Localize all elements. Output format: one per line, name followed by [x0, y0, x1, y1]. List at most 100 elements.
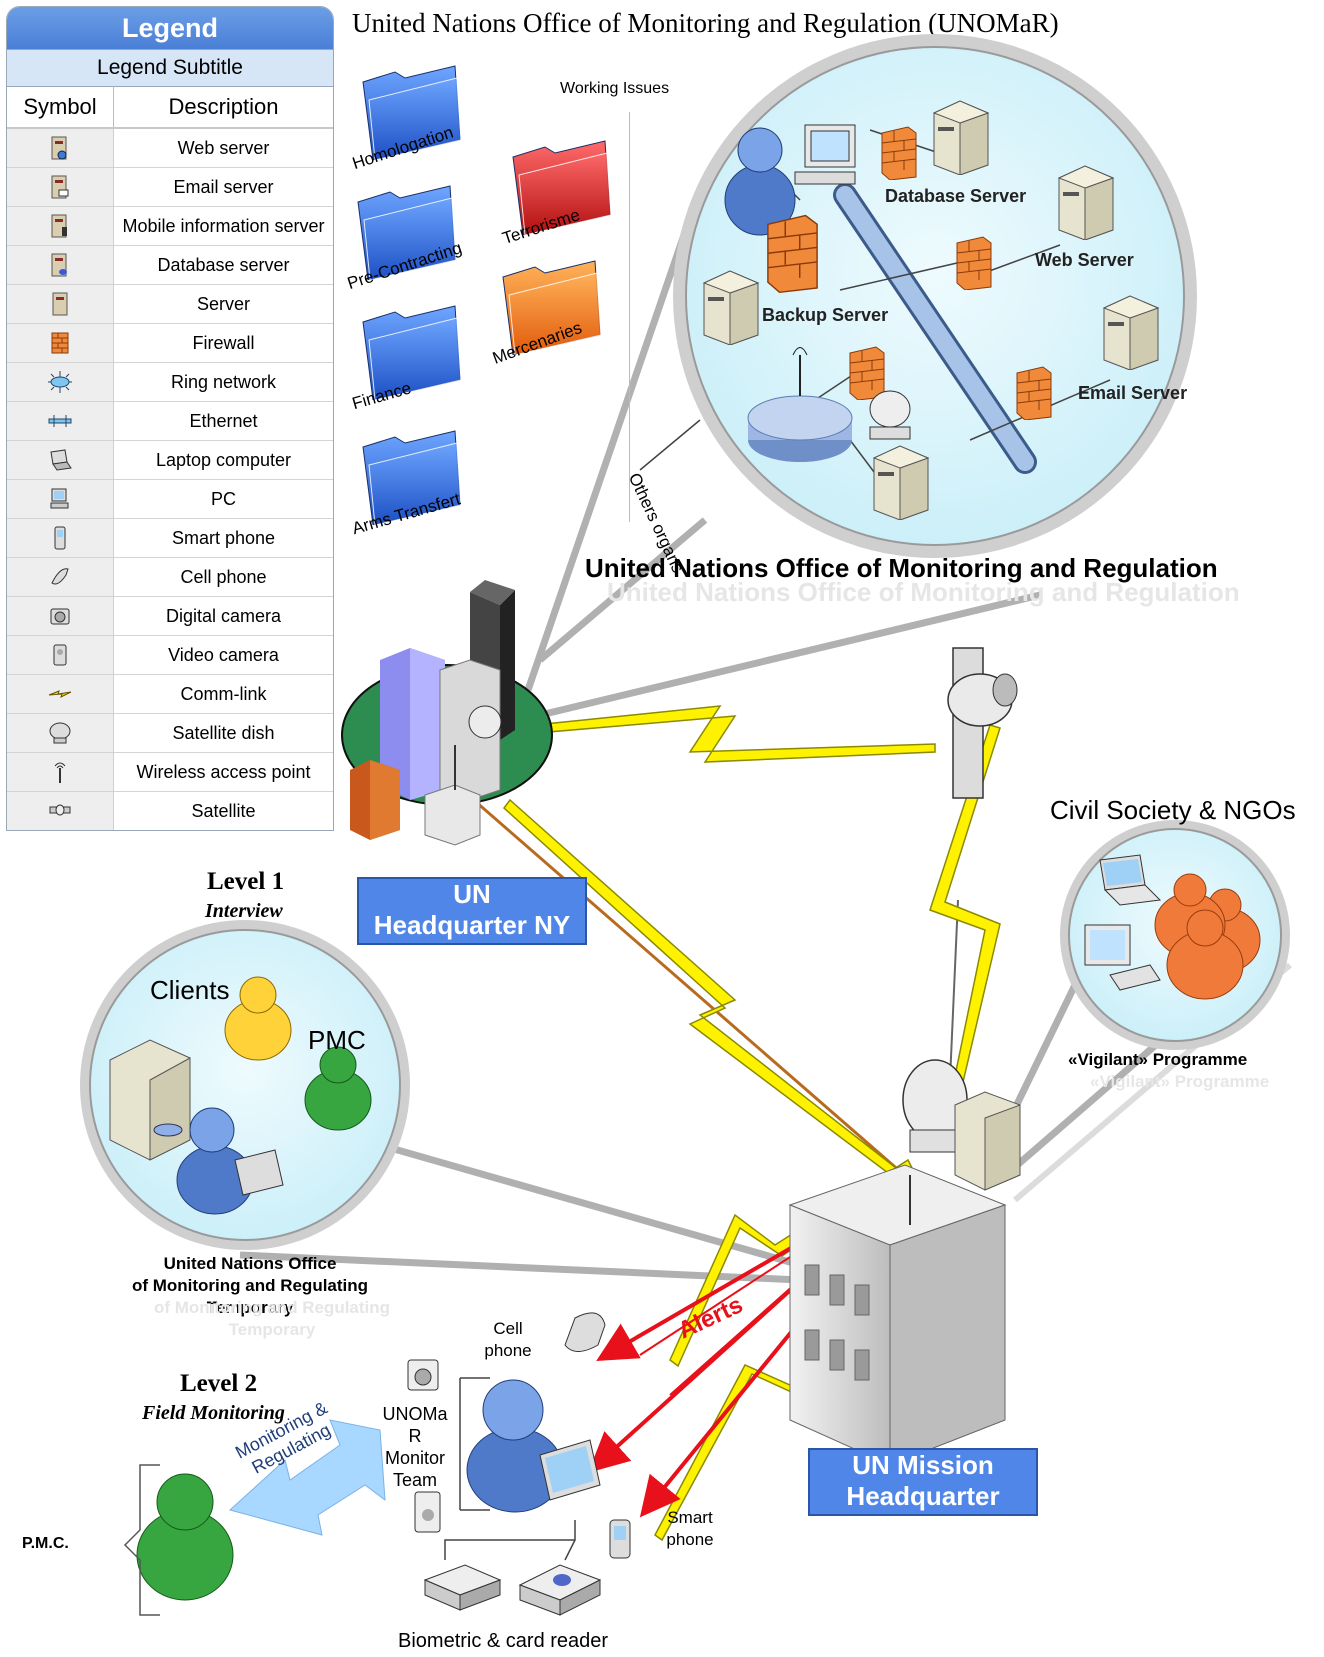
level1-caption-line1: United Nations Office [163, 1254, 337, 1273]
field-officer-icon [466, 1379, 601, 1513]
folder-mercenaries[interactable]: Mercenaries [490, 255, 605, 368]
legend-description: Wireless access point [113, 752, 333, 792]
legend-row: Mobile information server [7, 206, 333, 246]
level1-caption: United Nations Office of Monitoring and … [110, 1253, 390, 1319]
legend-subtitle: Legend Subtitle [7, 49, 333, 86]
folder-icon [502, 260, 602, 356]
firewall-device [1015, 365, 1053, 425]
pmc-label: PMC [308, 1025, 366, 1055]
un-officer-icon [724, 127, 796, 236]
field-smart-phone-label: Smart phone [660, 1507, 720, 1551]
legend-row: Comm-link [7, 674, 333, 714]
legend-row: Server [7, 284, 333, 324]
legend-row: Smart phone [7, 518, 333, 558]
level2-title: Level 2 [180, 1370, 258, 1397]
mission-server-icon [954, 1091, 1021, 1191]
database-server-device [930, 95, 992, 180]
legend-description: Laptop computer [113, 440, 333, 480]
legend-panel: Legend Legend Subtitle Symbol Descriptio… [6, 6, 334, 831]
biometric-reader-icon [423, 1564, 502, 1611]
legend-description: Digital camera [113, 596, 333, 636]
satellite-icon [7, 791, 114, 830]
firewall-device [765, 210, 820, 300]
satellite-dish-icon [7, 713, 114, 753]
vigilant-programme-shadow: «Vigilant» Programme [1090, 1072, 1270, 1091]
folder-icon [512, 140, 612, 236]
ngo-pc-icon [1084, 924, 1161, 991]
level1-caption-shadow-line2: Temporary [228, 1320, 316, 1339]
level1-officer-icon [176, 1107, 284, 1215]
legend-description: Mobile information server [113, 206, 333, 246]
legend-row: Web server [7, 127, 333, 168]
video-camera-icon [7, 635, 114, 675]
cell-phone-line2: phone [484, 1341, 532, 1360]
pc-icon [7, 479, 114, 519]
ethernet-icon [7, 401, 114, 441]
client-person-icon [224, 976, 292, 1061]
field-cell-phone-label: Cell phone [478, 1318, 538, 1362]
level1-caption-shadow-line1: of Monitoring and Regulating [153, 1298, 391, 1317]
legend-description: Web server [113, 127, 333, 168]
page-title: United Nations Office of Monitoring and … [352, 8, 1059, 38]
legend-row: Wireless access point [7, 752, 333, 792]
firewall-icon [7, 323, 114, 363]
folders-divider [629, 112, 630, 522]
web-server-device [1055, 160, 1117, 245]
backup-server-device [700, 265, 762, 350]
firewall-device [880, 125, 918, 185]
legend-description: Smart phone [113, 518, 333, 558]
legend-row: Digital camera [7, 596, 333, 636]
monitor-team-line: R [408, 1426, 422, 1446]
other-server-device [870, 440, 932, 525]
folder-finance[interactable]: Finance [350, 300, 465, 413]
legend-row: Firewall [7, 323, 333, 363]
email-server-icon [7, 167, 114, 207]
folder-homologation[interactable]: Homologation [350, 60, 465, 173]
video-camera-icon-field [414, 1491, 441, 1533]
comm-line-ny-mission [459, 786, 911, 1182]
level1-circle [80, 920, 410, 1250]
pmc-person-icon [304, 1046, 372, 1131]
monitor-team-line: Team [392, 1470, 437, 1490]
email-server-device [1100, 290, 1162, 375]
field-smart-phone-icon [609, 1519, 631, 1559]
legend-description: Database server [113, 245, 333, 285]
folder-terrorisme[interactable]: Terrorisme [500, 135, 615, 248]
legend-description: Comm-link [113, 674, 333, 714]
folders-heading: Working Issues [560, 80, 670, 97]
biometric-reader-label: Biometric & card reader [398, 1630, 609, 1652]
level1-caption-shadow: of Monitoring and Regulating Temporary [132, 1297, 412, 1341]
office-caption-shadow: United Nations Office of Monitoring and … [607, 577, 1240, 607]
un-mission-hq-building [788, 1164, 1007, 1466]
legend-row: Cell phone [7, 557, 333, 597]
monitoring-arrow [228, 1419, 386, 1536]
civil-society-title: Civil Society & NGOs [1050, 795, 1296, 825]
legend-row: Email server [7, 167, 333, 207]
pmc-field-person-icon [136, 1473, 234, 1601]
legend-description: Ethernet [113, 401, 333, 441]
legend-description: Ring network [113, 362, 333, 402]
legend-row: PC [7, 479, 333, 519]
field-cell-phone-icon [564, 1312, 606, 1352]
legend-description: Satellite dish [113, 713, 333, 753]
web-server-icon [7, 127, 114, 168]
folder-arms-transfert[interactable]: Arms Transfert [350, 425, 465, 538]
firewall-device [955, 235, 993, 295]
un-hq-ny-buildings [341, 580, 553, 846]
folder-pre-contracting[interactable]: Pre-Contracting [345, 180, 464, 293]
legend-row: Video camera [7, 635, 333, 675]
office-pc-icon [794, 124, 856, 185]
digital-camera-icon-field [407, 1359, 439, 1391]
ngo-people-icon [1154, 873, 1261, 1000]
monitor-team-line: UNOMa [382, 1404, 448, 1424]
legend-description: Server [113, 284, 333, 324]
legend-row: Satellite dish [7, 713, 333, 753]
un-mission-hq-line2: Headquarter [846, 1481, 1000, 1511]
legend-description: PC [113, 479, 333, 519]
web-server-label: Web Server [1035, 250, 1134, 270]
ring-network-device [747, 347, 853, 462]
legend-row: Satellite [7, 791, 333, 830]
level1-caption-line3: Temporary [206, 1298, 294, 1317]
